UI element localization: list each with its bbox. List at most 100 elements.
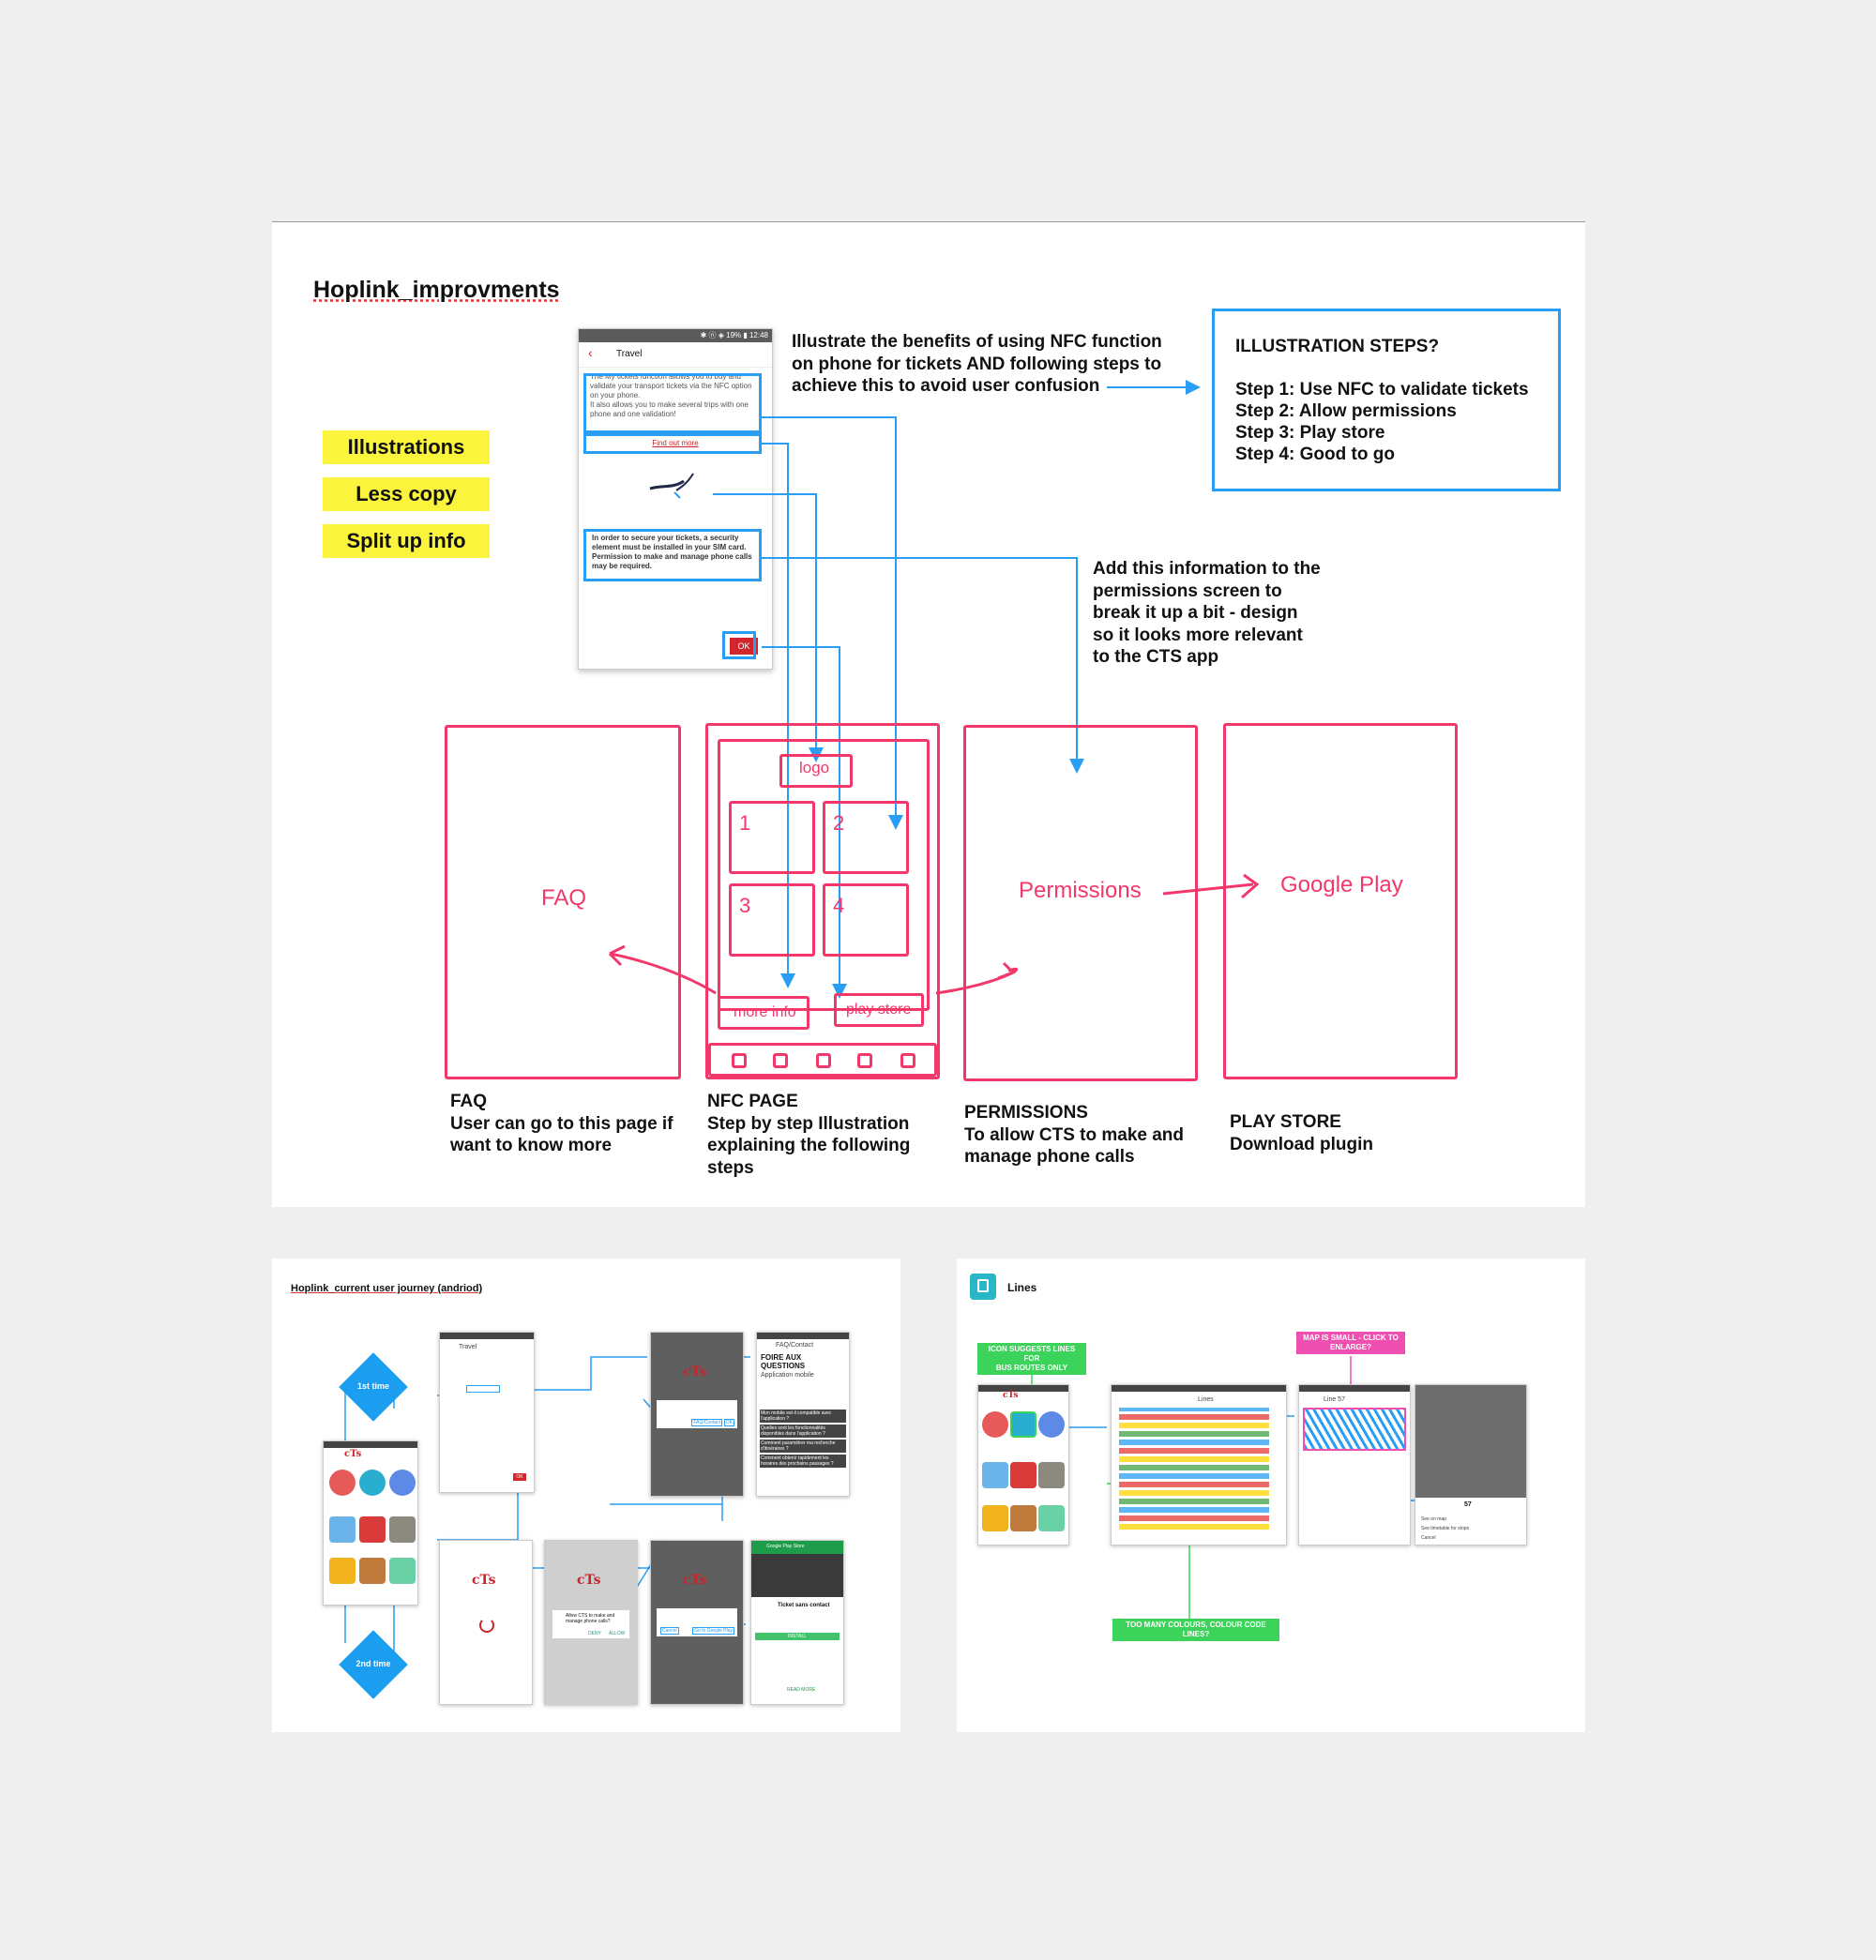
traffic-icon[interactable]: [982, 1505, 1008, 1531]
signal-icon[interactable]: [1038, 1505, 1065, 1531]
find-out-more-link[interactable]: Find out more: [652, 439, 699, 447]
note-permissions: Add this information to the permissions …: [1093, 559, 1321, 667]
deny-button[interactable]: DENY: [588, 1631, 601, 1636]
departure-icon[interactable]: [1038, 1462, 1065, 1488]
line-57-screen: Line 57: [1298, 1384, 1411, 1545]
first-time-label: 1st time: [356, 1381, 389, 1391]
lines-title: Lines: [1007, 1281, 1037, 1294]
line-colour-swatches: [1119, 1408, 1269, 1530]
faq-item[interactable]: Comment paramétrer ma recherche d'itinér…: [760, 1440, 846, 1453]
highlight-intro: [583, 373, 762, 433]
illustration-steps-box: ILLUSTRATION STEPS? Step 1: Use NFC to v…: [1212, 309, 1561, 491]
faq-contact-button[interactable]: FAQ/Contact: [691, 1419, 722, 1426]
logo-label: logo: [799, 759, 830, 776]
messages-icon[interactable]: [329, 1516, 356, 1543]
caption-permissions: PERMISSIONS To allow CTS to make and man…: [964, 1102, 1184, 1168]
board-title: Hoplink_improvments: [313, 277, 560, 303]
intro-text: The My tickets function allows you to bu…: [590, 372, 752, 418]
signal-icon[interactable]: [389, 1558, 416, 1584]
nfc-inner-frame: [718, 739, 930, 1011]
points-of-sale-icon[interactable]: [1010, 1505, 1036, 1531]
caption-play-body: Download plugin: [1230, 1134, 1374, 1154]
step-cell-1: 1: [729, 801, 815, 874]
second-time-label: 2nd time: [356, 1659, 391, 1668]
cts-logo-dark: cTs: [683, 1364, 707, 1380]
line-57-menu-screen: 57 See on map See timetable for stops Ca…: [1415, 1384, 1527, 1545]
nfc-dialog: FAQ/Contact OK: [657, 1400, 737, 1428]
ok-button[interactable]: OK: [730, 638, 758, 655]
google-play-label: Google Play: [1280, 872, 1403, 897]
menu-see-timetable[interactable]: See timetable for stops: [1421, 1526, 1470, 1531]
caption-play-title: PLAY STORE: [1230, 1112, 1341, 1132]
lines-icon[interactable]: [359, 1470, 386, 1496]
caption-permissions-body: To allow CTS to make and manage phone ca…: [964, 1124, 1185, 1168]
departure-icon[interactable]: [389, 1516, 416, 1543]
home-cts-logo: cTs: [344, 1449, 362, 1459]
permissions-label: Permissions: [1019, 878, 1142, 903]
google-play-wireframe: Google Play: [1223, 723, 1458, 1079]
lines-list-screen: Lines: [1111, 1384, 1287, 1545]
allow-button[interactable]: ALLOW: [609, 1631, 626, 1636]
cancel-button[interactable]: Cancel: [660, 1627, 679, 1635]
caption-nfc-body: Step by step Illustration explaining the…: [707, 1113, 911, 1178]
itineraries-icon[interactable]: [329, 1470, 356, 1496]
nav-icon[interactable]: [773, 1053, 788, 1068]
faq-item[interactable]: Quelles sont les fonctionnalités disponi…: [760, 1425, 846, 1438]
faq-mini-heading: FOIRE AUX QUESTIONS: [761, 1353, 806, 1370]
ok-mini[interactable]: OK: [513, 1473, 526, 1481]
find-out-more-mini[interactable]: [466, 1385, 500, 1393]
highlight-security: [583, 529, 762, 581]
travel-mini-title: Travel: [459, 1344, 477, 1350]
connector-arrows: [713, 380, 1201, 999]
play-store-label: play store: [846, 1002, 912, 1018]
logo-placeholder: logo: [779, 754, 853, 788]
menu-see-on-map[interactable]: See on map: [1421, 1516, 1446, 1522]
back-arrow-icon[interactable]: ‹: [588, 345, 593, 360]
points-of-sale-icon[interactable]: [359, 1558, 386, 1584]
read-more-link[interactable]: READ MORE: [787, 1687, 816, 1693]
step-cell-4-label: 4: [833, 894, 845, 917]
lines-list-title: Lines: [1198, 1396, 1214, 1403]
permission-dialog: Allow CTS to make and manage phone calls…: [552, 1610, 629, 1638]
journey-title: Hoplink_current user journey (andriod): [291, 1283, 483, 1294]
schedule-icon[interactable]: [389, 1470, 416, 1496]
step-4: Step 4: Good to go: [1235, 445, 1395, 464]
nav-icon[interactable]: [732, 1053, 747, 1068]
lines-bus-icon[interactable]: [1010, 1411, 1036, 1438]
install-button[interactable]: INSTALL: [755, 1633, 840, 1640]
go-play-button[interactable]: Go to Google Play: [692, 1627, 734, 1635]
faq-item[interactable]: Comment obtenir rapidement les horaires …: [760, 1455, 846, 1468]
menu-cancel[interactable]: Cancel: [1421, 1535, 1436, 1541]
dialog-ok-button[interactable]: OK: [723, 1419, 734, 1426]
schedule-icon[interactable]: [1038, 1411, 1065, 1438]
splash-screen: cTs: [439, 1540, 533, 1705]
perm-logo: cTs: [577, 1573, 601, 1588]
caption-nfc: NFC PAGE Step by step Illustration expla…: [707, 1091, 910, 1179]
screen-title: Travel: [616, 349, 643, 359]
faq-screen-mini: FAQ/Contact FOIRE AUX QUESTIONS Applicat…: [756, 1332, 850, 1497]
play-title: Google Play Store: [766, 1544, 805, 1549]
messages-icon[interactable]: [982, 1462, 1008, 1488]
nav-icon[interactable]: [816, 1053, 831, 1068]
nav-icon[interactable]: [900, 1053, 915, 1068]
caption-nfc-title: NFC PAGE: [707, 1092, 798, 1111]
faq-item[interactable]: Mon mobile est-il compatible avec l'appl…: [760, 1410, 846, 1423]
step-cell-2: 2: [823, 801, 909, 874]
sticky-less-copy: Less copy: [323, 477, 490, 511]
go-play-dialog: Cancel Go to Google Play: [657, 1608, 737, 1636]
faq-wireframe: FAQ: [445, 725, 681, 1079]
traffic-icon[interactable]: [329, 1558, 356, 1584]
line-map-thumb[interactable]: [1303, 1408, 1406, 1451]
step-cell-2-label: 2: [833, 811, 845, 835]
step-cell-4: 4: [823, 883, 909, 957]
caption-faq-body: User can go to this page if want to know…: [450, 1113, 673, 1156]
more-info-button[interactable]: more info: [718, 996, 809, 1030]
splash-logo: cTs: [472, 1573, 496, 1588]
nav-icon[interactable]: [857, 1053, 872, 1068]
play-store-button[interactable]: play store: [834, 993, 924, 1027]
itineraries-icon[interactable]: [982, 1411, 1008, 1438]
tickets-icon[interactable]: [359, 1516, 386, 1543]
highlight-link: [583, 433, 762, 454]
tickets-icon[interactable]: [1010, 1462, 1036, 1488]
caption-permissions-title: PERMISSIONS: [964, 1103, 1088, 1123]
